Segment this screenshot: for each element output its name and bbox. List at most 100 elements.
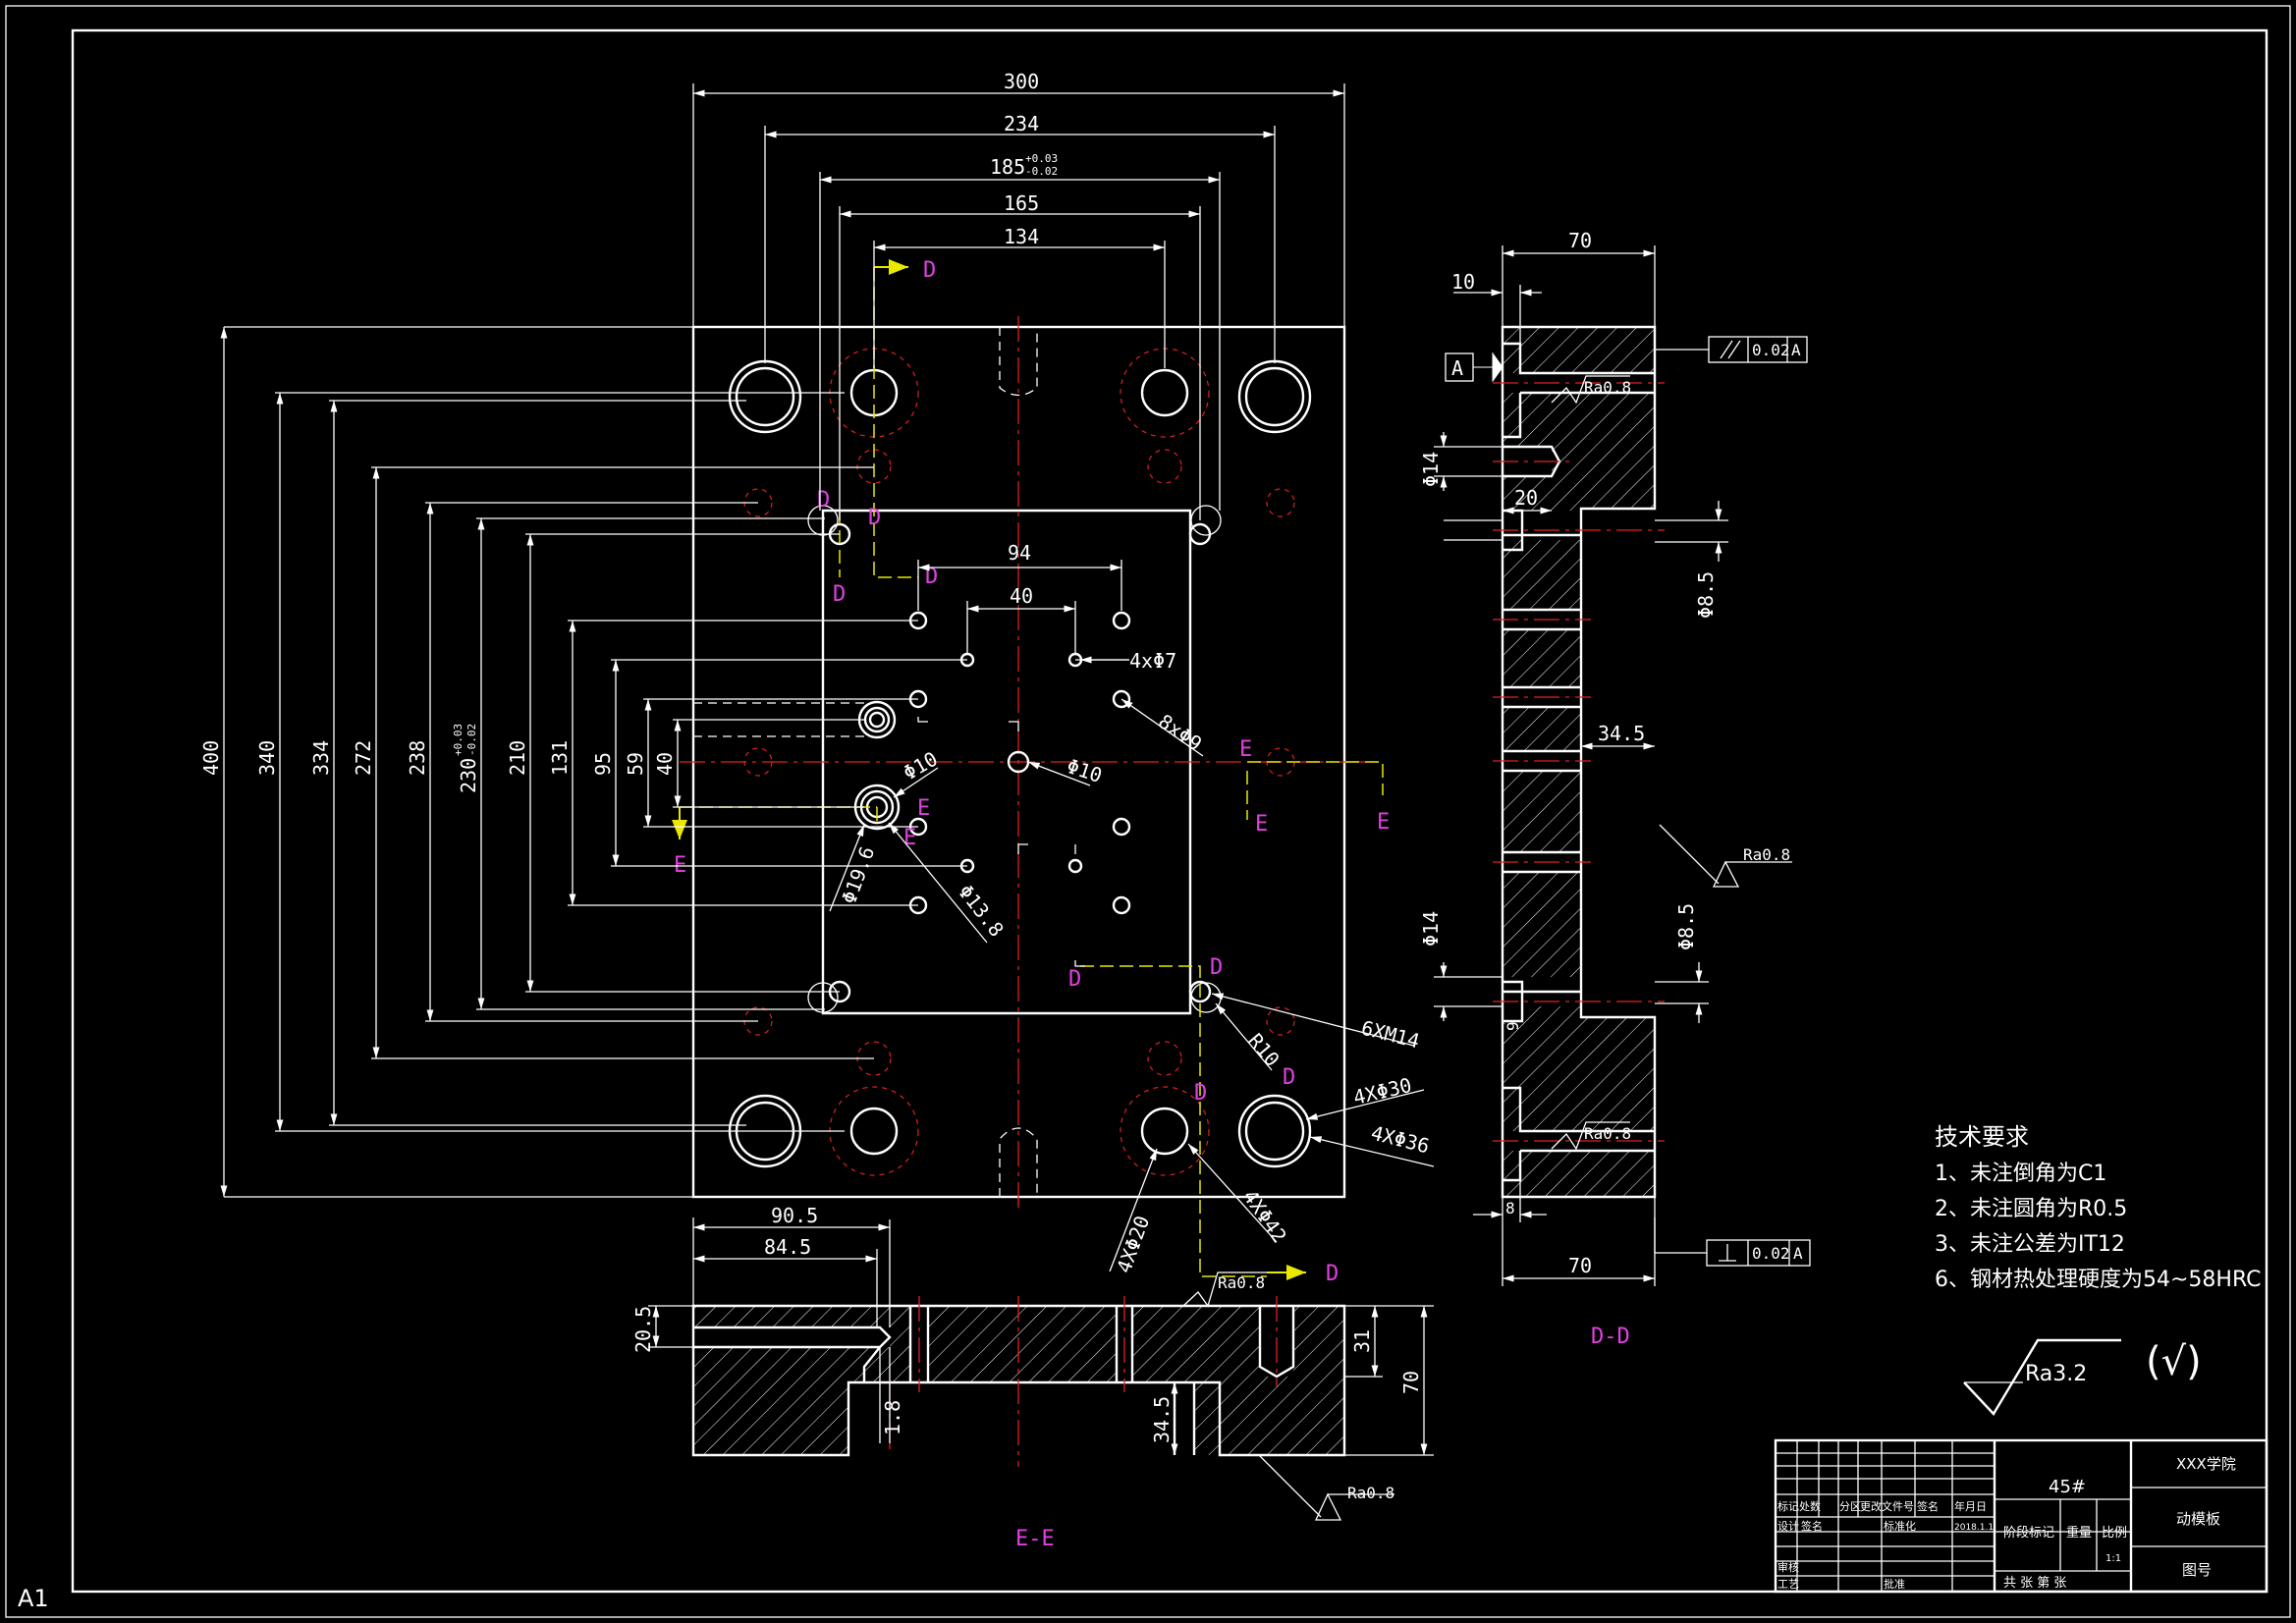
svg-text:1:1: 1:1 (2105, 1553, 2121, 1564)
svg-text:A: A (1793, 1244, 1803, 1263)
technical-requirements: 技术要求 1、未注倒角为C1 2、未注圆角为R0.5 3、未注公差为IT12 6… (1935, 1123, 2262, 1292)
svg-text:185: 185 (990, 155, 1025, 179)
general-roughness: Ra3.2 (√) (1963, 1338, 2202, 1416)
svg-text:6XM14: 6XM14 (1359, 1016, 1422, 1054)
dd-label: D-D (1591, 1325, 1630, 1349)
svg-text:90.5: 90.5 (771, 1204, 818, 1227)
svg-text:4xΦ7: 4xΦ7 (1129, 649, 1176, 673)
top-dimensions: 300 234 185 +0.03 -0.02 165 134 94 40 (692, 70, 1345, 653)
svg-text:Φ14: Φ14 (1419, 911, 1443, 947)
svg-text:4XΦ30: 4XΦ30 (1351, 1073, 1414, 1109)
tech-req-item: 3、未注公差为IT12 (1935, 1232, 2125, 1257)
svg-text:34.5: 34.5 (1150, 1396, 1174, 1443)
svg-text:更改文件号: 更改文件号 (1860, 1499, 1914, 1513)
svg-text:Ra0.8: Ra0.8 (1584, 1124, 1631, 1143)
tech-req-item: 6、钢材热处理硬度为54~58HRC (1935, 1268, 2262, 1292)
svg-text:比例: 比例 (2102, 1526, 2127, 1541)
svg-text:标准化: 标准化 (1884, 1519, 1916, 1533)
svg-text:E: E (1377, 810, 1390, 835)
svg-text:134: 134 (1004, 225, 1039, 248)
svg-text:31: 31 (1350, 1329, 1374, 1353)
svg-text:234: 234 (1004, 112, 1039, 135)
svg-text:审核: 审核 (1777, 1560, 1799, 1574)
pocket-corner-holes (807, 505, 1222, 1013)
svg-text:-0.02: -0.02 (465, 724, 478, 756)
svg-text:分区: 分区 (1839, 1500, 1861, 1513)
svg-text:处数: 处数 (1799, 1500, 1821, 1513)
svg-text:E: E (1239, 737, 1252, 762)
section-view-ee: 90.5 84.5 20.5 1.8 34.5 31 70 Ra0.8 Ra0.… (631, 1204, 1434, 1551)
tb-material: 45# (2049, 1477, 2086, 1497)
svg-text:40: 40 (653, 752, 677, 776)
svg-text:8xΦ9: 8xΦ9 (1154, 709, 1206, 755)
svg-text:238: 238 (406, 740, 429, 776)
svg-text:84.5: 84.5 (764, 1235, 811, 1259)
svg-text:70: 70 (1568, 229, 1592, 252)
svg-text:8: 8 (1505, 1199, 1515, 1217)
svg-text:0.02: 0.02 (1752, 341, 1790, 359)
svg-text:40: 40 (1010, 584, 1033, 608)
svg-text:共 张 第 张: 共 张 第 张 (2003, 1576, 2066, 1591)
svg-text:20: 20 (1514, 486, 1538, 510)
svg-text:400: 400 (199, 740, 223, 776)
svg-text:D: D (923, 258, 936, 283)
svg-text:D: D (925, 565, 938, 589)
tech-req-item: 2、未注圆角为R0.5 (1935, 1197, 2127, 1221)
hidden-slot-top (999, 327, 1038, 397)
svg-text:165: 165 (1004, 191, 1039, 215)
svg-text:签名: 签名 (1801, 1519, 1823, 1533)
svg-text:-0.02: -0.02 (1025, 165, 1058, 178)
svg-text:D: D (833, 582, 846, 607)
svg-text:D: D (1283, 1065, 1295, 1090)
svg-text:59: 59 (624, 752, 647, 776)
tech-req-title: 技术要求 (1935, 1123, 2029, 1151)
svg-text:+0.03: +0.03 (452, 724, 465, 756)
svg-text:A: A (1791, 341, 1801, 359)
svg-text:95: 95 (591, 752, 615, 776)
svg-text:Ra0.8: Ra0.8 (1743, 845, 1790, 864)
tb-school: XXX学院 (2176, 1455, 2236, 1473)
svg-text:210: 210 (506, 740, 529, 776)
svg-text:340: 340 (255, 740, 279, 776)
tech-req-item: 1、未注倒角为C1 (1935, 1162, 2106, 1186)
svg-text:70: 70 (1568, 1254, 1592, 1277)
svg-text:D: D (1326, 1262, 1339, 1286)
svg-text:4XΦ36: 4XΦ36 (1369, 1121, 1432, 1159)
svg-text:Ra0.8: Ra0.8 (1218, 1273, 1265, 1292)
svg-text:重量: 重量 (2066, 1525, 2092, 1541)
svg-text:94: 94 (1008, 541, 1031, 565)
svg-text:D: D (817, 488, 830, 513)
svg-text:300: 300 (1004, 70, 1039, 93)
svg-text:334: 334 (309, 740, 333, 776)
svg-text:Ra3.2: Ra3.2 (2025, 1362, 2087, 1386)
svg-text:230: 230 (457, 758, 480, 793)
tb-drawing-no: 图号 (2182, 1561, 2212, 1579)
svg-text:1.8: 1.8 (881, 1400, 904, 1435)
svg-text:Φ10: Φ10 (1064, 754, 1105, 787)
svg-text:Φ8.5: Φ8.5 (1674, 903, 1698, 950)
outer-border (5, 5, 2291, 1618)
svg-text:D: D (1210, 955, 1223, 980)
svg-text:签名: 签名 (1917, 1499, 1939, 1513)
svg-text:批准: 批准 (1884, 1577, 1905, 1591)
svg-text:Φ10: Φ10 (900, 746, 942, 784)
svg-text:E: E (903, 826, 916, 850)
pocket-outline (821, 509, 1192, 1015)
plan-view: D D D D D D D D D D E E E E E E 300 234 (199, 70, 1435, 1286)
dd-outline (1501, 325, 1657, 1199)
svg-text:Φ19.6: Φ19.6 (837, 843, 879, 907)
ee-label: E-E (1015, 1527, 1055, 1551)
svg-text:E: E (917, 796, 930, 821)
svg-text:Φ13.8: Φ13.8 (954, 880, 1009, 941)
leader-callouts: 4xΦ7 8xΦ9 Φ10 Φ10 Φ19.6 Φ13.8 6XM14 R10 … (829, 649, 1435, 1276)
svg-text:A: A (1451, 356, 1463, 380)
svg-text:Φ14: Φ14 (1419, 452, 1443, 487)
ee-outline (691, 1304, 1346, 1457)
svg-text:20.5: 20.5 (631, 1306, 655, 1353)
svg-text:年月日: 年月日 (1954, 1499, 1987, 1513)
inner-border (71, 28, 2269, 1594)
svg-text:设计: 设计 (1777, 1520, 1799, 1533)
svg-text:131: 131 (548, 740, 572, 776)
holes-4x7 (959, 652, 1083, 874)
tb-part-name: 动模板 (2176, 1510, 2220, 1528)
